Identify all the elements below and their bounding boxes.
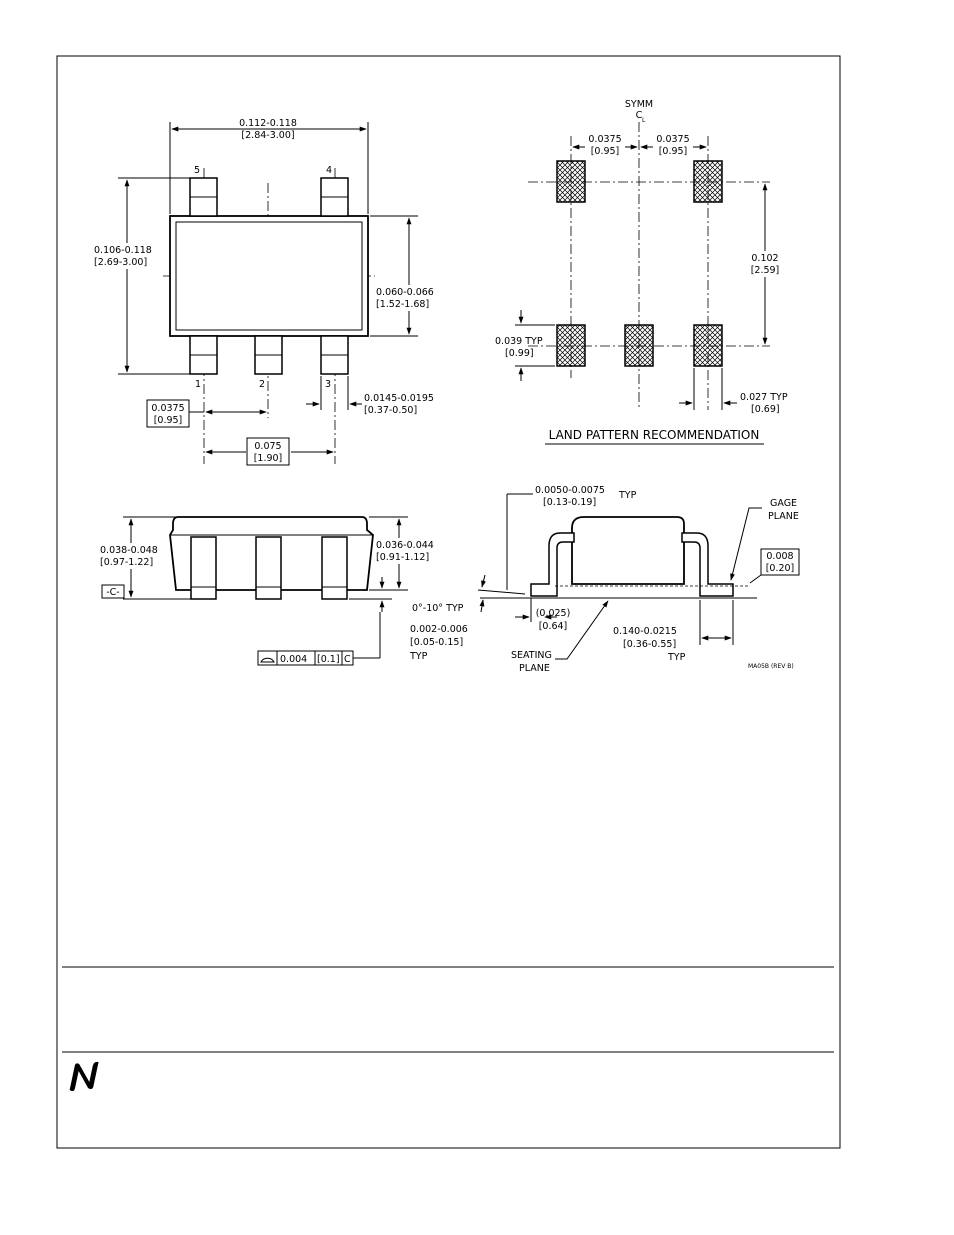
land-pattern-view: SYMM C L 0.0375 [0.95] 0.0375 [0.95] 0.1…	[495, 99, 788, 445]
gage-dim-in: 0.008	[766, 551, 793, 562]
land-pad-bottom-right	[693, 324, 723, 367]
centerline-symbol: C	[636, 110, 643, 121]
overall-height-mm: [0.97-1.22]	[100, 557, 153, 568]
fcf-tolerance-mm: [0.1]	[317, 654, 340, 665]
span-dim-mm: [1.90]	[254, 453, 283, 464]
seating-plane-line-2: PLANE	[519, 663, 550, 674]
datum-c-box	[101, 584, 125, 599]
feature-control-frame: 0.004 [0.1] C	[257, 650, 354, 666]
page-border	[56, 55, 841, 1149]
standoff-in: 0.002-0.006	[410, 624, 468, 635]
span-dim-box	[246, 437, 290, 466]
pin-label-1: 1	[195, 379, 201, 390]
side-lead-2	[255, 536, 282, 600]
span-dim-in: 0.075	[254, 441, 281, 452]
side-lead-1	[190, 536, 217, 600]
lead-thickness-typ: TYP	[618, 490, 637, 501]
package-body-inner	[175, 221, 363, 331]
overall-height-in: 0.038-0.048	[100, 545, 158, 556]
land-right-pitch-mm: [0.95]	[659, 146, 688, 157]
pitch-dim-in: 0.0375	[151, 403, 184, 414]
foot-length-typ: TYP	[667, 652, 686, 663]
top-view: 5 4 1 2 3 0.112-0.118 [2.84-3.00] 0.106-…	[92, 118, 446, 466]
body-dim-mm: [1.52-1.68]	[376, 299, 429, 310]
land-left-pitch-in: 0.0375	[588, 134, 621, 145]
end-lead-right	[681, 532, 734, 597]
symm-label: SYMM	[625, 99, 653, 110]
gage-plane-line-2: PLANE	[768, 511, 799, 522]
fcf-tolerance: 0.004	[280, 654, 307, 665]
pin-label-3: 3	[325, 379, 331, 390]
pad-length-in: 0.039 TYP	[495, 336, 543, 347]
land-pad-top-left	[556, 160, 586, 203]
seating-plane-line-1: SEATING	[511, 650, 552, 661]
height-dim-in: 0.106-0.118	[94, 245, 152, 256]
gage-plane-line-1: GAGE	[770, 498, 797, 509]
land-pad-bottom-center	[624, 324, 654, 367]
profile-of-surface-icon	[260, 657, 275, 663]
side-lead-3	[321, 536, 348, 600]
standoff-mm: [0.05-0.15]	[410, 637, 463, 648]
pin-label-5: 5	[194, 165, 200, 176]
pitch-dim-mm: [0.95]	[154, 415, 183, 426]
pad-length-mm: [0.99]	[505, 348, 534, 359]
standoff-typ: TYP	[409, 651, 428, 662]
row-spacing-mm: [2.59]	[751, 265, 780, 276]
end-lead-left	[530, 532, 575, 597]
lead-width-dim-in: 0.0145-0.0195	[364, 393, 434, 404]
pin-label-2: 2	[259, 379, 265, 390]
height-dim-mm: [2.69-3.00]	[94, 257, 147, 268]
foot-length-in: 0.140-0.0215	[613, 626, 677, 637]
pin-label-4: 4	[326, 165, 332, 176]
pad-width-in: 0.027 TYP	[740, 392, 788, 403]
datum-c: -C-	[106, 587, 120, 598]
land-right-pitch-in: 0.0375	[656, 134, 689, 145]
land-pad-bottom-left	[556, 324, 586, 367]
width-dim-mm: [2.84-3.00]	[241, 130, 294, 141]
foot-length-mm: [0.36-0.55]	[623, 639, 676, 650]
lead-thickness-mm: [0.13-0.19]	[543, 497, 596, 508]
lead-width-dim-mm: [0.37-0.50]	[364, 405, 417, 416]
drawing-id: MA05B (REV B)	[748, 663, 794, 670]
pad-width-mm: [0.69]	[751, 404, 780, 415]
ref-dim-mm: [0.64]	[539, 621, 568, 632]
end-body	[571, 516, 685, 585]
body-height-mm: [0.91-1.12]	[376, 552, 429, 563]
fcf-datum: C	[344, 654, 351, 665]
package-body-outer	[169, 215, 369, 337]
body-dim-in: 0.060-0.066	[376, 287, 434, 298]
lead-thickness-in: 0.0050-0.0075	[535, 485, 605, 496]
land-pad-top-right	[693, 160, 723, 203]
national-semiconductor-logo	[69, 1061, 99, 1092]
row-spacing-in: 0.102	[751, 253, 778, 264]
width-dim-in: 0.112-0.118	[239, 118, 297, 129]
ref-dim-in: (0.025)	[536, 608, 571, 619]
land-pattern-title: LAND PATTERN RECOMMENDATION	[549, 428, 760, 442]
gage-dim-box	[760, 548, 800, 576]
centerline-subscript: L	[642, 117, 646, 124]
pitch-dim-box	[146, 399, 190, 428]
angle-label: 0°-10° TYP	[412, 603, 464, 614]
end-view: 0.0050-0.0075 [0.13-0.19] TYP GAGE PLANE…	[412, 485, 800, 674]
side-view: 0.038-0.048 [0.97-1.22] -C- 0.036-0.044 …	[98, 516, 468, 666]
gage-dim-mm: [0.20]	[766, 563, 795, 574]
body-height-in: 0.036-0.044	[376, 540, 434, 551]
land-left-pitch-mm: [0.95]	[591, 146, 620, 157]
